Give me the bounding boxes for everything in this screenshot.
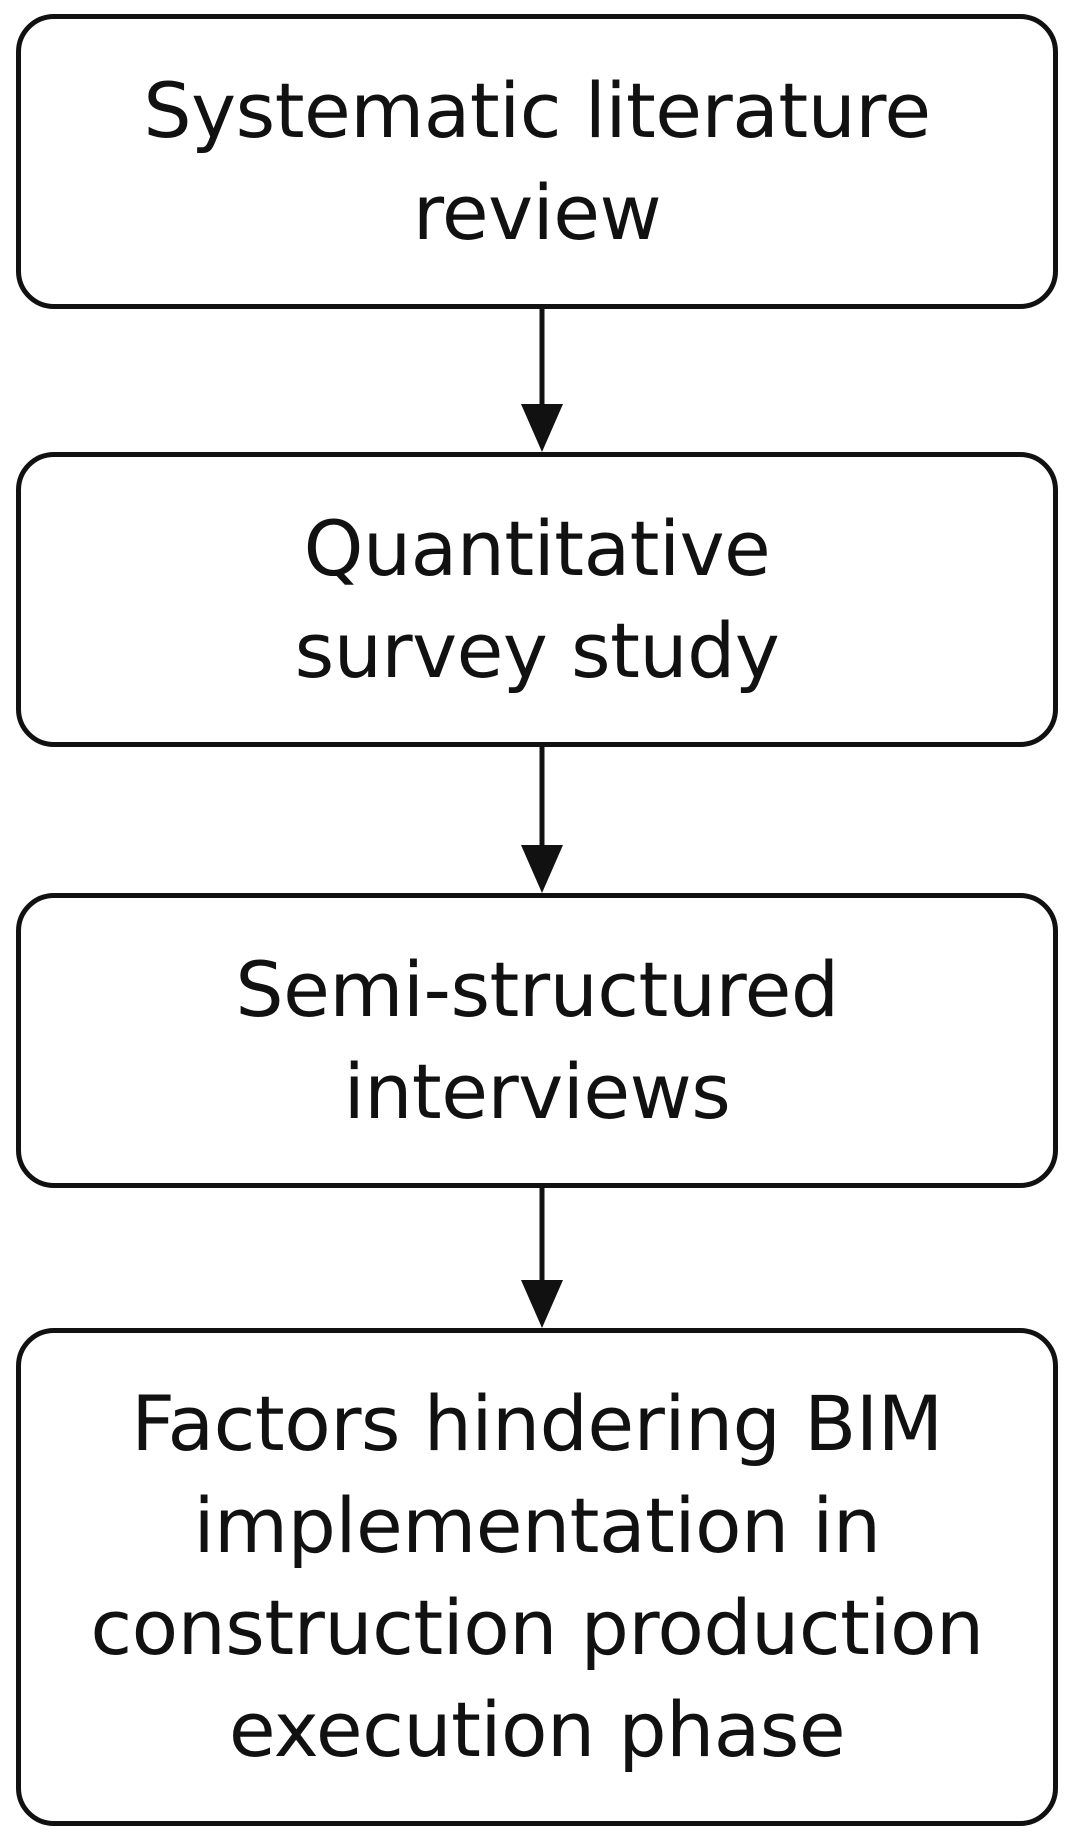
step-label-line: implementation in [193, 1481, 881, 1570]
step-outcome-factors-hindering-bim: Factors hindering BIM implementation in … [16, 1328, 1058, 1826]
arrow-survey-to-interviews [521, 747, 563, 893]
arrow-head-icon [521, 845, 563, 893]
step-label: Systematic literature review [143, 60, 931, 264]
arrow-head-icon [521, 1280, 563, 1328]
step-label-line: Quantitative [303, 503, 771, 593]
step-label: Semi-structured interviews [235, 939, 839, 1143]
step-label-line: Semi-structured [235, 944, 839, 1034]
step-label-line: Factors hindering BIM [131, 1379, 943, 1468]
step-quantitative-survey-study: Quantitative survey study [16, 452, 1058, 747]
arrow-head-icon [521, 404, 563, 452]
step-label-line: interviews [343, 1046, 731, 1136]
arrow-literature-to-survey [521, 309, 563, 452]
step-label: Quantitative survey study [295, 498, 780, 702]
step-label-line: construction production [90, 1583, 984, 1672]
step-label-line: survey study [294, 605, 780, 695]
step-label-line: review [412, 167, 662, 257]
step-label-line: Systematic literature [143, 65, 931, 155]
step-semi-structured-interviews: Semi-structured interviews [16, 893, 1058, 1188]
step-label: Factors hindering BIM implementation in … [90, 1373, 984, 1781]
step-systematic-literature-review: Systematic literature review [16, 14, 1058, 309]
step-label-line: execution phase [228, 1685, 846, 1774]
arrow-interviews-to-outcome [521, 1188, 563, 1328]
